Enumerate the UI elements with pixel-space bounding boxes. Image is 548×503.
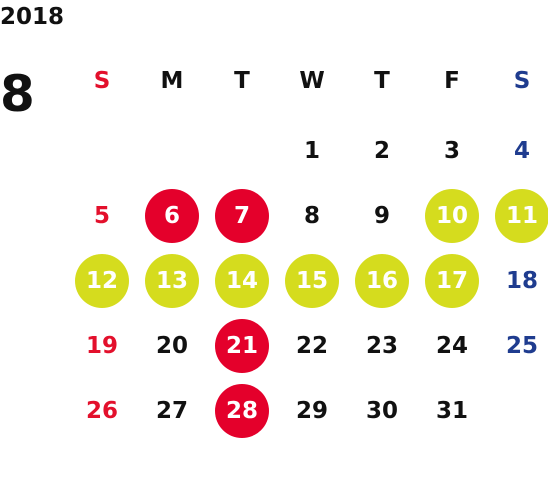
calendar-day-2: 2	[373, 138, 390, 164]
calendar-day-3: 3	[443, 138, 460, 164]
calendar-day-27: 27	[155, 398, 188, 424]
calendar-day-22: 22	[295, 333, 328, 359]
calendar-month: 8	[0, 65, 35, 123]
calendar-day-10: 10	[425, 189, 479, 243]
weekday-header-0: S	[93, 68, 111, 94]
calendar-day-9: 9	[373, 203, 390, 229]
calendar-day-26: 26	[85, 398, 118, 424]
weekday-header-1: M	[160, 68, 184, 94]
calendar-day-6: 6	[145, 189, 199, 243]
calendar-day-13: 13	[145, 254, 199, 308]
weekday-header-2: T	[234, 68, 250, 94]
calendar-day-24: 24	[435, 333, 468, 359]
calendar-day-31: 31	[435, 398, 468, 424]
calendar-day-29: 29	[295, 398, 328, 424]
calendar-day-28: 28	[215, 384, 269, 438]
calendar-day-18: 18	[505, 268, 538, 294]
calendar-day-30: 30	[365, 398, 398, 424]
calendar-day-8: 8	[303, 203, 320, 229]
calendar-day-16: 16	[355, 254, 409, 308]
weekday-header-5: F	[444, 68, 460, 94]
calendar-day-1: 1	[303, 138, 320, 164]
calendar-day-20: 20	[155, 333, 188, 359]
weekday-header-6: S	[513, 68, 531, 94]
calendar-day-5: 5	[93, 203, 110, 229]
calendar-day-11: 11	[495, 189, 548, 243]
calendar-day-7: 7	[215, 189, 269, 243]
calendar-day-19: 19	[85, 333, 118, 359]
weekday-header-3: W	[299, 68, 325, 94]
calendar-day-15: 15	[285, 254, 339, 308]
weekday-header-4: T	[374, 68, 390, 94]
calendar-day-4: 4	[513, 138, 530, 164]
calendar-day-23: 23	[365, 333, 398, 359]
calendar-day-12: 12	[75, 254, 129, 308]
calendar-day-17: 17	[425, 254, 479, 308]
calendar-year: 2018	[0, 4, 65, 30]
calendar-day-25: 25	[505, 333, 538, 359]
calendar-day-21: 21	[215, 319, 269, 373]
calendar-day-14: 14	[215, 254, 269, 308]
